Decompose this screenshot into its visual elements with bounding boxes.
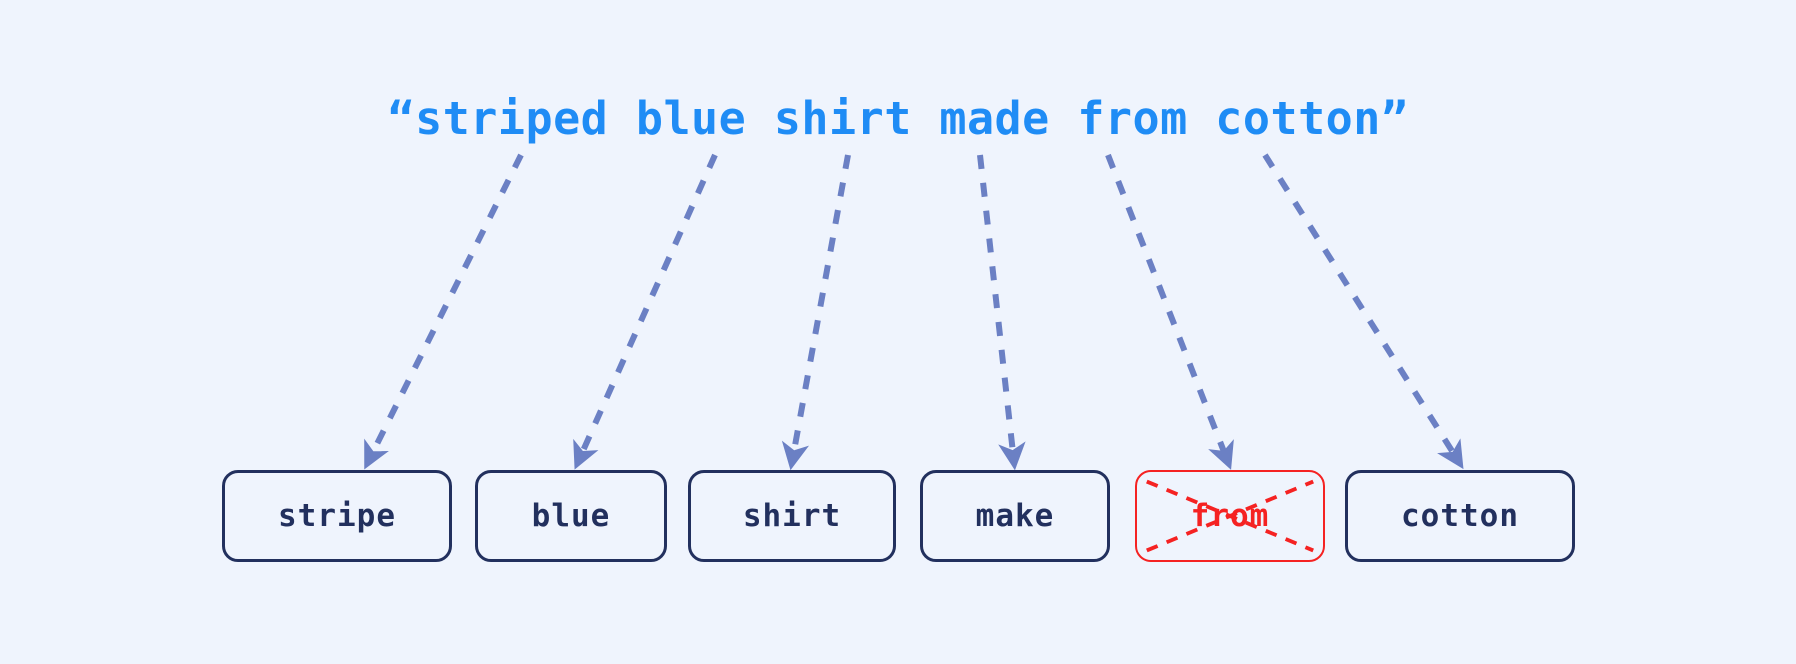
token-box-shirt[interactable]: shirt [688,470,896,562]
arrow-striped-to-stripe [364,153,524,470]
token-box-from[interactable]: from [1135,470,1325,562]
arrow-blue-to-blue [573,153,718,470]
token-label: cotton [1401,498,1519,534]
source-phrase-caption: “striped blue shirt made from cotton” [387,92,1409,145]
token-label: blue [531,498,611,534]
token-label: from [1190,498,1270,534]
token-label: shirt [742,498,842,534]
token-label: stripe [278,498,396,534]
token-box-row: stripe blue shirt make from cotton [0,470,1796,566]
token-box-make[interactable]: make [920,470,1110,562]
arrow-shirt-to-shirt [781,154,851,471]
arrow-cotton-to-cotton [1262,153,1464,470]
token-box-cotton[interactable]: cotton [1345,470,1575,562]
token-label: make [975,498,1055,534]
token-box-blue[interactable]: blue [475,470,667,562]
arrow-from-to-from [1105,153,1234,470]
token-box-stripe[interactable]: stripe [222,470,452,562]
arrow-made-to-make [977,154,1026,471]
